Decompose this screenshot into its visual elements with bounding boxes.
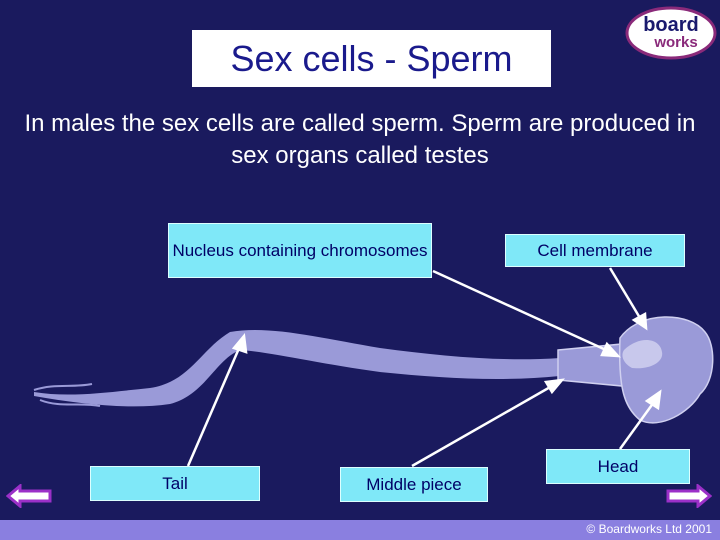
- label-head: Head: [546, 449, 690, 484]
- sperm-nucleus: [622, 340, 663, 369]
- tail-wisps: [33, 383, 101, 407]
- intro-text: In males the sex cells are called sperm.…: [24, 110, 696, 169]
- sperm-middle-piece: [557, 343, 623, 387]
- label-middle-piece: Middle piece: [340, 467, 488, 502]
- sperm-tail: [34, 330, 560, 407]
- label-nucleus: Nucleus containing chromosomes: [168, 223, 432, 278]
- arrow-left-icon[interactable]: [6, 484, 52, 508]
- logo-text-works: works: [653, 34, 697, 51]
- slide-title: Sex cells - Sperm: [192, 30, 551, 87]
- copyright-text: © Boardworks Ltd 2001: [586, 522, 712, 536]
- sperm-head: [618, 316, 714, 424]
- label-cell-membrane: Cell membrane: [505, 234, 685, 267]
- logo-text-board: board: [643, 14, 699, 36]
- boardworks-logo: board works: [625, 6, 717, 60]
- footer-bar: © Boardworks Ltd 2001: [0, 520, 720, 540]
- label-tail: Tail: [90, 466, 260, 501]
- arrow-right-icon[interactable]: [666, 484, 712, 508]
